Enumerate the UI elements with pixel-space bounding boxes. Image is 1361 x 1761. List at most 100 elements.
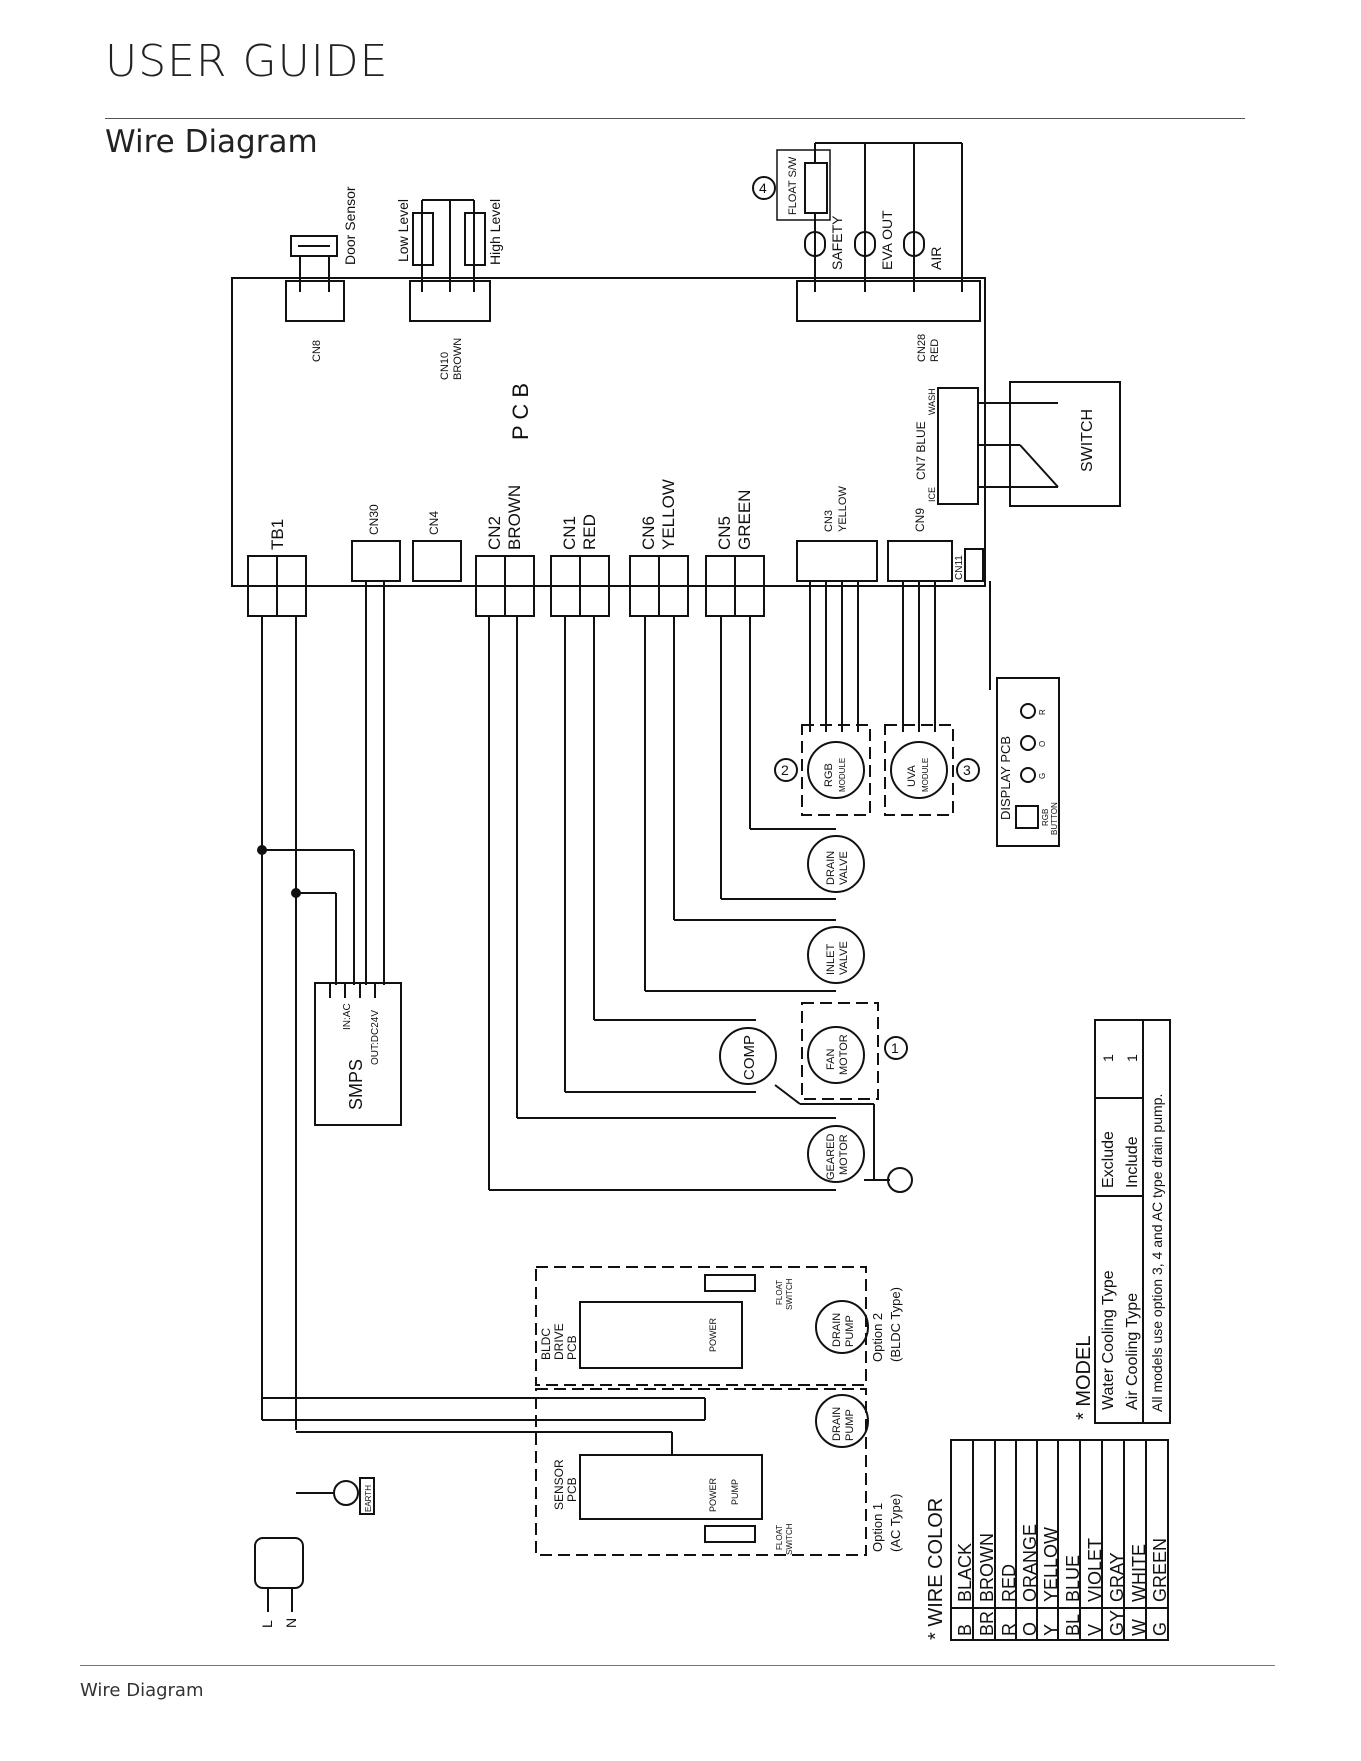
option-3-label: 3 — [963, 762, 971, 778]
smps-out-label: OUT:DC24V — [370, 1010, 381, 1065]
led-g-label: G — [1038, 773, 1047, 779]
bldc-float-switch — [704, 1274, 756, 1292]
eva-out-label: EVA OUT — [879, 210, 895, 270]
cn6-label: CN6 — [639, 516, 658, 550]
power-plug — [254, 1537, 304, 1589]
wire-color-name: GREEN — [1150, 1538, 1170, 1602]
model-row-2-type: Air Cooling Type — [1124, 1293, 1141, 1410]
model-table-title: * MODEL — [1073, 1336, 1095, 1420]
option-4-marker — [752, 176, 776, 200]
led-o — [1020, 735, 1036, 751]
bldc-power-label: POWER — [708, 1317, 718, 1352]
geared-motor — [807, 1125, 865, 1183]
model-table — [1094, 1019, 1171, 1424]
switch-label: SWITCH — [1079, 409, 1096, 472]
fan-motor — [807, 1026, 865, 1084]
bldc-drain-pump — [815, 1300, 869, 1354]
wire-color-code: B — [955, 1624, 975, 1636]
cn28-color-label: RED — [929, 339, 941, 362]
wire-color-code: V — [1085, 1624, 1105, 1636]
cn28-label: CN28 — [916, 334, 928, 362]
option2-box — [535, 1266, 867, 1386]
wire-color-name: VIOLET — [1085, 1538, 1105, 1602]
comp-label: COMP — [741, 1035, 758, 1080]
cn7-connector — [937, 387, 979, 505]
cn30-label: CN30 — [367, 504, 381, 535]
page-header: USER GUIDE — [105, 36, 389, 87]
rgb-button-label: RGB — [1041, 809, 1050, 826]
cn10-color-label: BROWN — [452, 338, 464, 380]
option-3-marker — [956, 758, 980, 782]
earth-label: EARTH — [364, 1485, 373, 1512]
high-level-label: High Level — [487, 199, 503, 265]
cn1-color-label: RED — [580, 514, 599, 550]
wire-color-code: W — [1129, 1619, 1149, 1636]
section-title: Wire Diagram — [105, 124, 318, 160]
led-r-label: R — [1038, 709, 1047, 715]
wire-color-name: BLUE — [1063, 1555, 1083, 1602]
rgb-module-box — [801, 724, 871, 816]
compressor — [719, 1027, 777, 1085]
wire-color-code: Y — [1041, 1624, 1061, 1636]
cn2-color-label: BROWN — [505, 485, 524, 550]
uva-module-sub: MODULE — [921, 758, 930, 792]
cn1-label: CN1 — [560, 516, 579, 550]
option-2-title: Option 2 — [870, 1313, 885, 1362]
option-4-label: 4 — [759, 180, 767, 196]
low-level-label: Low Level — [395, 199, 411, 262]
uva-module-box — [884, 724, 954, 816]
pcb-label: P C B — [508, 383, 533, 440]
cn8-connector — [285, 280, 345, 322]
wire-color-name: WHITE — [1129, 1544, 1149, 1602]
led-r — [1020, 703, 1036, 719]
wire-color-name: BLACK — [955, 1543, 975, 1602]
model-note: All models use option 3, 4 and AC type d… — [1149, 1094, 1165, 1412]
cn7-ice-label: ICE — [927, 487, 937, 502]
cn11-label: CN11 — [954, 555, 965, 580]
header-divider — [105, 118, 1245, 119]
cn28-connector — [796, 280, 981, 322]
pcb-board — [231, 277, 986, 587]
cn30-connector — [351, 540, 401, 582]
wire-color-name: RED — [999, 1564, 1019, 1602]
drain-valve-label-2: VALVE — [838, 851, 850, 885]
footer-label: Wire Diagram — [80, 1680, 204, 1701]
option-2-marker — [774, 758, 798, 782]
cn3-color-label: YELLOW — [837, 486, 849, 532]
led-o-label: O — [1038, 741, 1047, 747]
drain-valve — [807, 835, 865, 893]
option-2-label: 2 — [781, 762, 789, 778]
smps-label: SMPS — [346, 1059, 366, 1110]
bldc-pcb-label-2: DRIVE — [552, 1323, 566, 1360]
model-row-2-mark: 1 — [1124, 1054, 1140, 1062]
wire-color-name: YELLOW — [1041, 1527, 1061, 1602]
display-pcb-label: DISPLAY PCB — [998, 736, 1013, 820]
model-row-1-mark: 1 — [1100, 1054, 1116, 1062]
cn3-connector — [796, 540, 878, 582]
wire-color-name: ORANGE — [1020, 1524, 1040, 1602]
plug-n-label: N — [283, 1618, 299, 1628]
geared-motor-label-2: MOTOR — [838, 1134, 850, 1175]
bldc-drain-pump-label-1: DRAIN — [831, 1313, 843, 1347]
rgb-module-label: RGB — [823, 763, 835, 787]
plug-l-label: L — [259, 1620, 275, 1628]
geared-motor-label-1: GEARED — [825, 1133, 837, 1180]
door-sensor-label: Door Sensor — [342, 186, 358, 265]
option-1-subtitle: (AC Type) — [888, 1494, 903, 1552]
rgb-button-sub: BUTTON — [1050, 802, 1059, 835]
ac-drain-pump-label-2: PUMP — [844, 1409, 856, 1441]
cn10-label: CN10 — [439, 352, 451, 380]
fan-motor-label-1: FAN — [825, 1049, 837, 1070]
cn7-wash-label: WASH — [927, 388, 937, 415]
wire-color-name: BROWN — [977, 1533, 997, 1602]
cn10-connector — [409, 280, 491, 322]
uva-module-label: UVA — [906, 765, 918, 787]
safety-thermistor — [804, 231, 826, 257]
bldc-drive-pcb — [579, 1301, 743, 1369]
wire-color-code: GY — [1107, 1610, 1127, 1636]
inlet-valve-label-2: VALVE — [838, 941, 850, 975]
wire-color-code: BR — [977, 1611, 997, 1636]
inlet-valve-label-1: INLET — [825, 944, 837, 975]
fan-motor-box — [801, 1002, 879, 1100]
